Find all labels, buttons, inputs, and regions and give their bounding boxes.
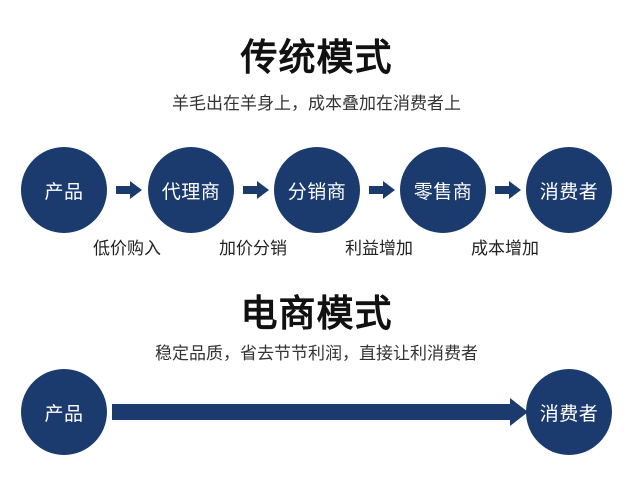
right-arrow-icon — [116, 181, 142, 199]
step-label-markup: 加价分销 — [219, 239, 287, 259]
node-agent: 代理商 — [148, 147, 234, 233]
node-consumer: 消费者 — [526, 147, 612, 233]
ecommerce-title: 电商模式 — [240, 292, 393, 335]
node-product-label: 产品 — [44, 180, 84, 203]
step-label-cost-up: 成本增加 — [471, 239, 539, 259]
traditional-title: 传统模式 — [240, 36, 393, 79]
right-arrow-icon — [495, 181, 521, 199]
ecommerce-subtitle: 稳定品质，省去节节利润，直接让利消费者 — [155, 344, 478, 364]
long-right-arrow-icon — [112, 398, 528, 426]
traditional-subtitle: 羊毛出在羊身上，成本叠加在消费者上 — [172, 94, 461, 114]
right-arrow-icon — [243, 181, 269, 199]
node-consumer-label: 消费者 — [539, 180, 599, 203]
step-label-profit-up: 利益增加 — [345, 239, 413, 259]
ecommerce-node-consumer: 消费者 — [526, 369, 612, 455]
node-product: 产品 — [21, 147, 107, 233]
node-retailer: 零售商 — [400, 147, 486, 233]
ecommerce-node-product-label: 产品 — [44, 402, 84, 425]
ecommerce-node-consumer-label: 消费者 — [539, 402, 599, 425]
ecommerce-node-product: 产品 — [21, 369, 107, 455]
node-agent-label: 代理商 — [161, 180, 221, 203]
step-label-buy-low: 低价购入 — [93, 239, 161, 259]
right-arrow-icon — [369, 181, 395, 199]
node-distributor: 分销商 — [274, 147, 360, 233]
node-retailer-label: 零售商 — [413, 180, 473, 203]
node-distributor-label: 分销商 — [287, 180, 347, 203]
